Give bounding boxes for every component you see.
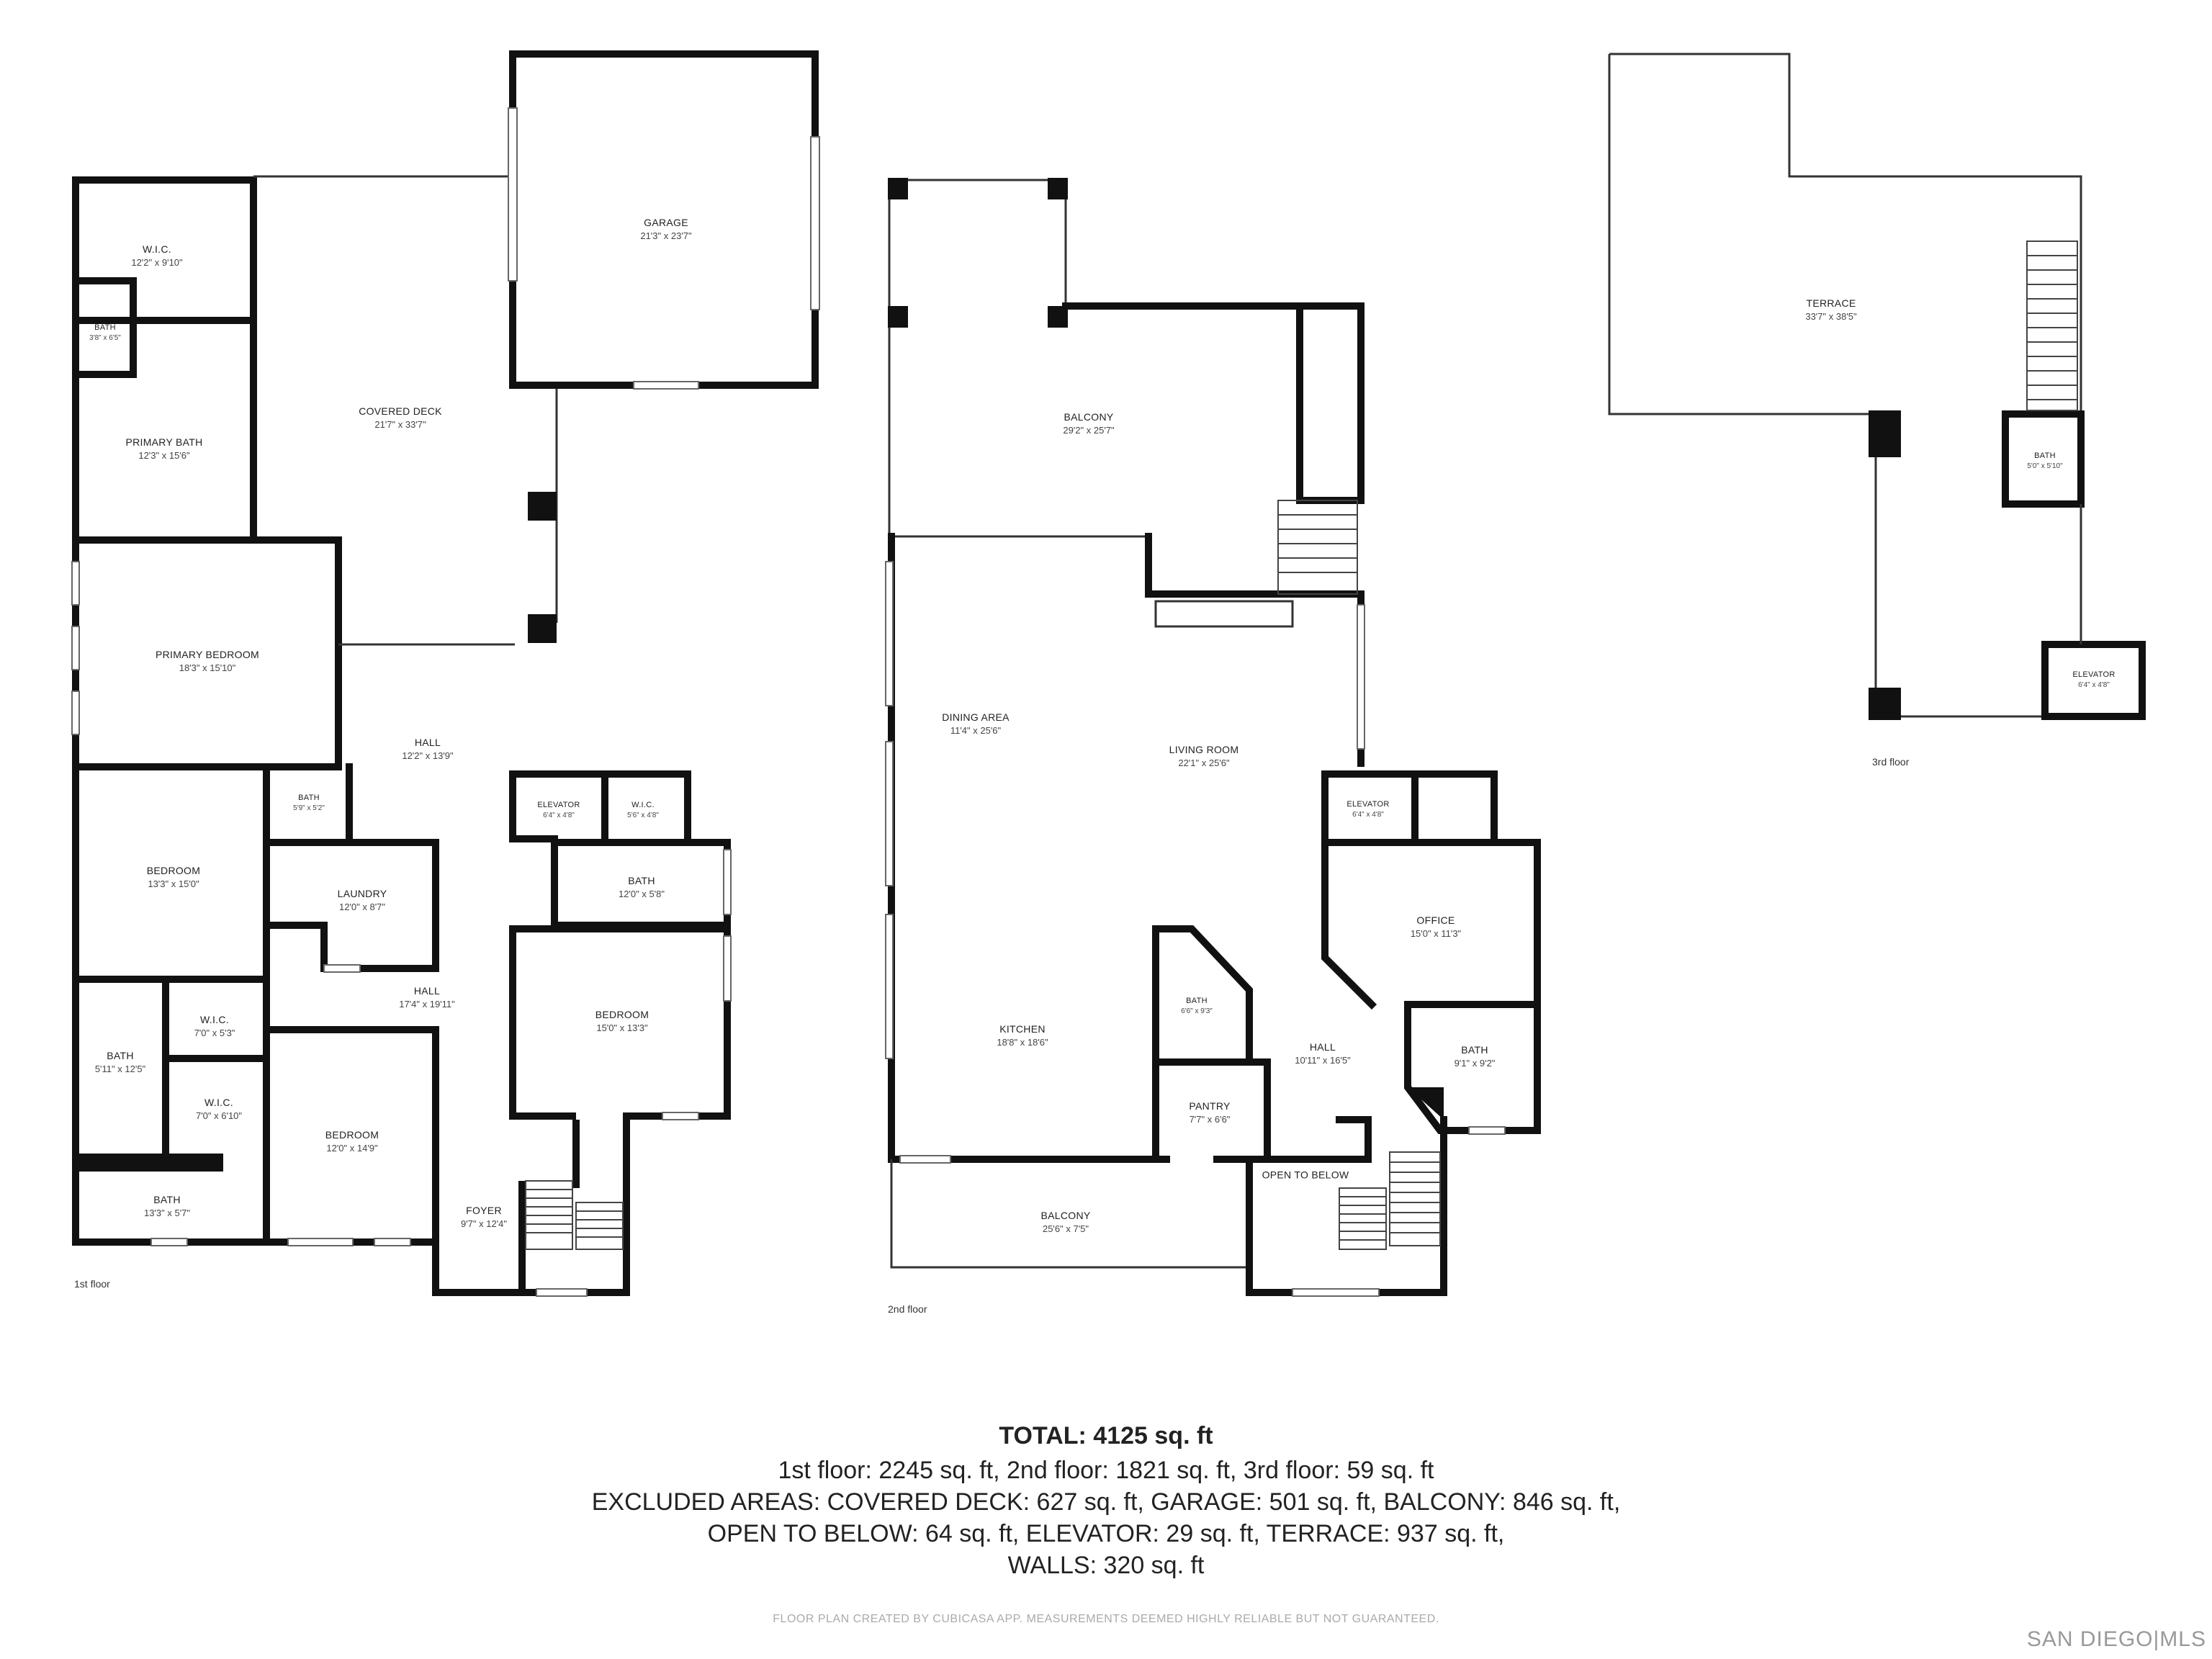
walls-area: WALLS: 320 sq. ft <box>1007 1552 1205 1579</box>
area-summary: TOTAL: 4125 sq. ft 1st floor: 2245 sq. f… <box>0 1422 2212 1581</box>
total-area: TOTAL: 4125 sq. ft <box>999 1422 1213 1449</box>
brand-logo: SAN DIEGO|MLS <box>2026 1627 2206 1651</box>
excluded-areas-line-2: OPEN TO BELOW: 64 sq. ft, ELEVATOR: 29 s… <box>707 1520 1505 1547</box>
third-floor-elevator-walls <box>2041 641 2146 720</box>
third-floor-bath-walls <box>2002 410 2085 508</box>
room-label-wic: W.I.C.7'0" x 6'10" <box>195 1096 243 1121</box>
room-label-wic: W.I.C.5'6" x 4'8" <box>627 800 659 819</box>
floor-areas: 1st floor: 2245 sq. ft, 2nd floor: 1821 … <box>778 1457 1434 1484</box>
third-floor-plan <box>1608 53 2146 720</box>
room-label-open-to-below: OPEN TO BELOW <box>1262 1169 1349 1181</box>
disclaimer: FLOOR PLAN CREATED BY CUBICASA APP. MEAS… <box>773 1613 1439 1625</box>
second-floor-plan <box>885 178 1541 1297</box>
staircase-3 <box>2026 240 2078 411</box>
excluded-areas-line: EXCLUDED AREAS: COVERED DECK: 627 sq. ft… <box>591 1488 1621 1516</box>
staircase-2 <box>1277 500 1441 1250</box>
floor-label-3rd: 3rd floor <box>1872 756 1910 768</box>
room-label-wic: W.I.C.12'2" x 9'10" <box>131 243 183 268</box>
fireplace <box>1154 600 1294 628</box>
wall-block <box>76 1154 223 1168</box>
room-label-wic: W.I.C.7'0" x 5'3" <box>194 1013 235 1038</box>
floor-label-1st: 1st floor <box>74 1278 110 1290</box>
staircase <box>525 1180 624 1250</box>
first-floor-plan <box>71 50 820 1297</box>
floor-label-2nd: 2nd floor <box>888 1303 927 1315</box>
